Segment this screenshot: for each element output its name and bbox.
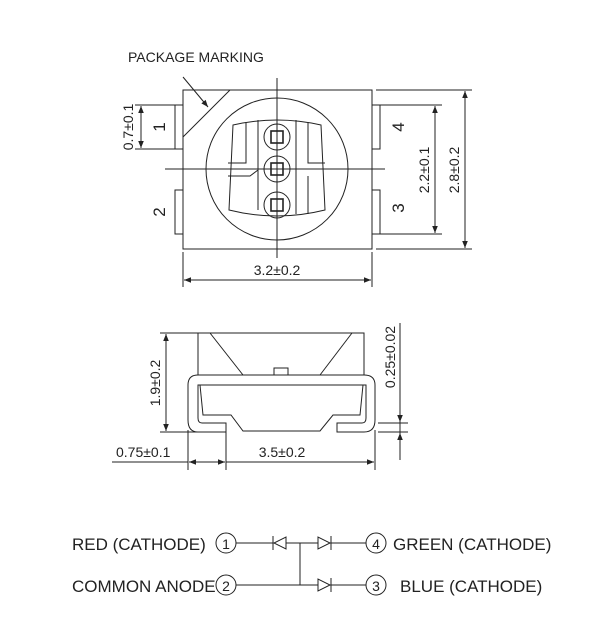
- lens-housing: [197, 332, 365, 375]
- housing-taper-right: [319, 332, 353, 376]
- package-marking-chamfer: [182, 89, 231, 138]
- pin-number-4: 4: [389, 122, 408, 131]
- dim-overall-width: 3.5±0.2: [259, 444, 306, 460]
- dim-pad-height: 0.7±0.1: [120, 103, 136, 150]
- pad-1: [174, 104, 184, 150]
- dim-pad-span: 2.2±0.1: [416, 146, 432, 193]
- lead-frame: [228, 120, 325, 214]
- dim-height: 2.8±0.2: [446, 146, 462, 193]
- dim-width: 3.2±0.2: [254, 262, 301, 278]
- pin-circle-2-number: 2: [222, 578, 230, 594]
- top-bump: [273, 367, 289, 376]
- pinout-schematic: RED (CATHODE) COMMON ANODE GREEN (CATHOD…: [72, 532, 551, 596]
- pin-circle-1-number: 1: [222, 536, 230, 552]
- body-lower: [199, 384, 364, 432]
- top-view: PACKAGE MARKING 1 2 3 4 3.2±0.2 0.7±0.1: [120, 49, 472, 287]
- pad-3: [371, 189, 381, 235]
- pin-circle-3-number: 3: [372, 578, 380, 594]
- pin-label-blue: BLUE (CATHODE): [400, 577, 542, 596]
- side-view: 1.9±0.2 0.25±0.02 0.75±0.1 3.5±0.2: [112, 323, 408, 470]
- pin-number-1: 1: [150, 122, 169, 131]
- pin-label-red: RED (CATHODE): [72, 535, 206, 554]
- pin-number-2: 2: [150, 207, 169, 216]
- leads: [187, 374, 376, 433]
- package-marking-label: PACKAGE MARKING: [128, 49, 264, 65]
- pin-circle-4-number: 4: [372, 536, 380, 552]
- pin-number-3: 3: [389, 203, 408, 212]
- diode-blue-icon: [317, 578, 332, 592]
- dim-lead-length: 0.75±0.1: [116, 444, 171, 460]
- pad-4: [371, 104, 381, 150]
- housing-taper-left: [209, 332, 244, 376]
- die-frame: [228, 119, 326, 217]
- pin-label-green: GREEN (CATHODE): [393, 535, 551, 554]
- pad-2: [174, 189, 184, 235]
- diode-red-icon: [272, 536, 287, 550]
- dim-lead-thickness: 0.25±0.02: [382, 326, 398, 388]
- pin-label-common-anode: COMMON ANODE: [72, 577, 216, 596]
- dim-side-height: 1.9±0.2: [147, 359, 163, 406]
- marking-arrow: [182, 76, 209, 108]
- diode-green-icon: [317, 536, 332, 550]
